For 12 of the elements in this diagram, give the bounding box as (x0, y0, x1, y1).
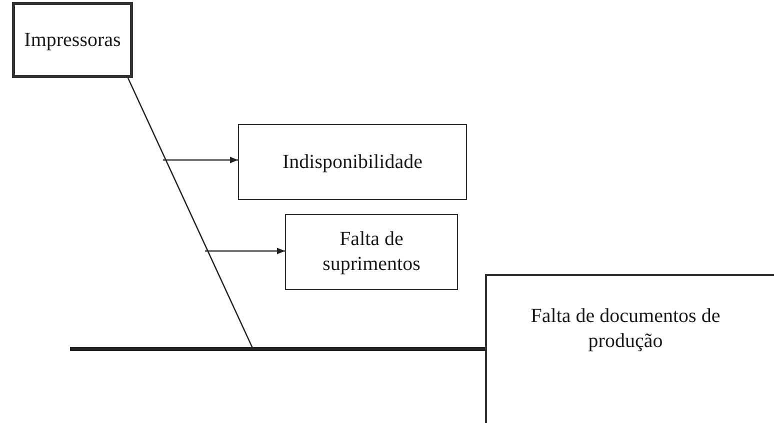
box-label: Impressoras (23, 28, 122, 52)
cause-box (12, 2, 133, 78)
spine-line (70, 347, 485, 351)
box-label: Indisponibilidade (282, 150, 424, 174)
box-label: Falta de suprimentos (322, 227, 422, 277)
bone-line (127, 78, 254, 350)
cause-box (285, 214, 458, 290)
arrow (163, 156, 238, 164)
cause-box (238, 124, 467, 200)
arrow (205, 248, 285, 254)
effect-box (485, 274, 774, 423)
box-label: Falta de documentos de produção (530, 304, 722, 354)
